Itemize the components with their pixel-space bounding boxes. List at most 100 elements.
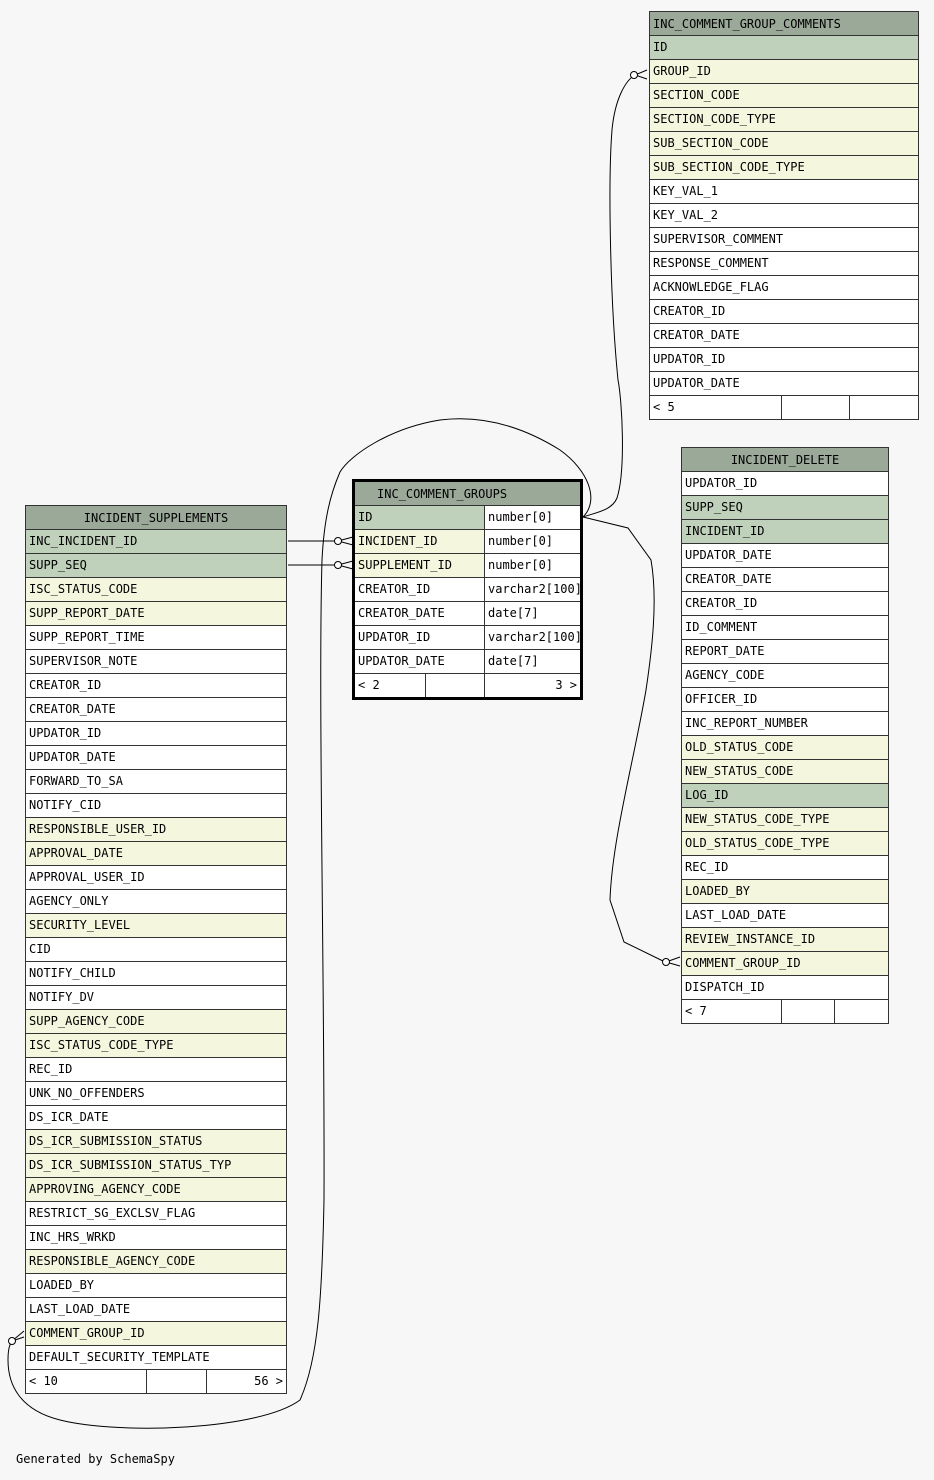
column-row[interactable]: NEW_STATUS_CODE xyxy=(682,760,888,784)
column-name: LOADED_BY xyxy=(685,884,751,898)
column-row[interactable]: REPORT_DATE xyxy=(682,640,888,664)
column-row[interactable]: UPDATOR_DATE xyxy=(26,746,286,770)
column-row[interactable]: SUB_SECTION_CODE xyxy=(650,132,918,156)
column-row[interactable]: OFFICER_ID xyxy=(682,688,888,712)
column-row[interactable]: RESPONSIBLE_AGENCY_CODE xyxy=(26,1250,286,1274)
column-row[interactable]: APPROVING_AGENCY_CODE xyxy=(26,1178,286,1202)
column-row[interactable]: INC_INCIDENT_ID xyxy=(26,530,286,554)
column-row[interactable]: ID_COMMENT xyxy=(682,616,888,640)
column-name: CREATOR_DATE xyxy=(29,702,116,716)
column-row[interactable]: REC_ID xyxy=(682,856,888,880)
generated-by-label[interactable]: Generated by SchemaSpy xyxy=(16,1452,175,1466)
column-row[interactable]: CREATOR_ID xyxy=(650,300,918,324)
column-row[interactable]: NOTIFY_CID xyxy=(26,794,286,818)
column-row[interactable]: UPDATOR_ID xyxy=(26,722,286,746)
column-row[interactable]: REC_ID xyxy=(26,1058,286,1082)
column-row[interactable]: RESTRICT_SG_EXCLSV_FLAG xyxy=(26,1202,286,1226)
table-header: INC_COMMENT_GROUP_COMMENTS xyxy=(650,12,918,36)
column-row[interactable]: SUPERVISOR_NOTE xyxy=(26,650,286,674)
column-name: LAST_LOAD_DATE xyxy=(685,908,787,922)
column-row[interactable]: ID xyxy=(650,36,918,60)
column-row[interactable]: GROUP_ID xyxy=(650,60,918,84)
column-row[interactable]: NOTIFY_DV xyxy=(26,986,286,1010)
column-row[interactable]: UPDATOR_ID xyxy=(650,348,918,372)
column-row[interactable]: OLD_STATUS_CODE_TYPE xyxy=(682,832,888,856)
column-row[interactable]: UPDATOR_ID xyxy=(682,472,888,496)
column-row[interactable]: DEFAULT_SECURITY_TEMPLATE xyxy=(26,1346,286,1370)
column-row[interactable]: NEW_STATUS_CODE_TYPE xyxy=(682,808,888,832)
column-row[interactable]: DS_ICR_SUBMISSION_STATUS_TYP xyxy=(26,1154,286,1178)
column-row[interactable]: SECTION_CODE_TYPE xyxy=(650,108,918,132)
column-row[interactable]: ISC_STATUS_CODE_TYPE xyxy=(26,1034,286,1058)
column-row[interactable]: RESPONSIBLE_USER_ID xyxy=(26,818,286,842)
column-row[interactable]: SUPP_SEQ xyxy=(682,496,888,520)
table-footer: < 2 3 > xyxy=(355,674,580,697)
column-name: ID xyxy=(653,40,668,54)
column-row[interactable]: CREATOR_DATE xyxy=(682,568,888,592)
column-row[interactable]: DS_ICR_SUBMISSION_STATUS xyxy=(26,1130,286,1154)
column-row[interactable]: AGENCY_ONLY xyxy=(26,890,286,914)
column-row[interactable]: KEY_VAL_2 xyxy=(650,204,918,228)
column-row[interactable]: APPROVAL_DATE xyxy=(26,842,286,866)
column-row[interactable]: UPDATOR_DATE xyxy=(682,544,888,568)
column-row[interactable]: INC_HRS_WRKD xyxy=(26,1226,286,1250)
column-row[interactable]: LOG_ID xyxy=(682,784,888,808)
column-row[interactable]: SECTION_CODE xyxy=(650,84,918,108)
edge-groups-to-comments xyxy=(582,74,636,518)
column-row[interactable]: CREATOR_ID xyxy=(26,674,286,698)
column-row[interactable]: ACKNOWLEDGE_FLAG xyxy=(650,276,918,300)
column-name: UPDATOR_DATE xyxy=(685,548,772,562)
column-row[interactable]: SUPP_REPORT_DATE xyxy=(26,602,286,626)
column-name: APPROVAL_DATE xyxy=(29,846,123,860)
column-row[interactable]: OLD_STATUS_CODE xyxy=(682,736,888,760)
table-title: INCIDENT_DELETE xyxy=(730,453,840,467)
column-row[interactable]: COMMENT_GROUP_ID xyxy=(26,1322,286,1346)
column-row[interactable]: CREATOR_DATE xyxy=(650,324,918,348)
column-row[interactable]: SUPERVISOR_COMMENT xyxy=(650,228,918,252)
column-row[interactable]: INCIDENT_ID xyxy=(682,520,888,544)
column-row[interactable]: REVIEW_INSTANCE_ID xyxy=(682,928,888,952)
column-row[interactable]: COMMENT_GROUP_ID xyxy=(682,952,888,976)
column-row[interactable]: DISPATCH_ID xyxy=(682,976,888,1000)
column-row[interactable]: CID xyxy=(26,938,286,962)
column-row[interactable]: SUB_SECTION_CODE_TYPE xyxy=(650,156,918,180)
column-row[interactable]: SUPP_SEQ xyxy=(26,554,286,578)
child-count: 3 > xyxy=(555,678,577,692)
column-name: UPDATOR_DATE xyxy=(653,376,740,390)
column-row[interactable]: RESPONSE_COMMENT xyxy=(650,252,918,276)
column-row[interactable]: APPROVAL_USER_ID xyxy=(26,866,286,890)
column-row[interactable]: SUPP_REPORT_TIME xyxy=(26,626,286,650)
column-row[interactable]: SUPP_AGENCY_CODE xyxy=(26,1010,286,1034)
column-type: number[0] xyxy=(485,506,580,529)
footer-spacer xyxy=(147,1370,207,1393)
column-row[interactable]: LOADED_BY xyxy=(26,1274,286,1298)
column-row[interactable]: UNK_NO_OFFENDERS xyxy=(26,1082,286,1106)
column-row[interactable]: CREATOR_ID xyxy=(682,592,888,616)
column-row[interactable]: LAST_LOAD_DATE xyxy=(682,904,888,928)
column-row[interactable]: CREATOR_DATE xyxy=(26,698,286,722)
column-row[interactable]: SECURITY_LEVEL xyxy=(26,914,286,938)
child-count xyxy=(835,1000,888,1023)
column-row[interactable]: KEY_VAL_1 xyxy=(650,180,918,204)
column-row[interactable]: DS_ICR_DATE xyxy=(26,1106,286,1130)
column-row[interactable]: ISC_STATUS_CODE xyxy=(26,578,286,602)
column-row[interactable]: LOADED_BY xyxy=(682,880,888,904)
column-row[interactable]: INC_REPORT_NUMBER xyxy=(682,712,888,736)
column-row[interactable]: UPDATOR_DATE xyxy=(650,372,918,396)
column-row[interactable]: LAST_LOAD_DATE xyxy=(26,1298,286,1322)
column-row[interactable]: NOTIFY_CHILD xyxy=(26,962,286,986)
column-type: number[0] xyxy=(485,554,580,577)
column-row[interactable]: AGENCY_CODE xyxy=(682,664,888,688)
column-row[interactable]: FORWARD_TO_SA xyxy=(26,770,286,794)
